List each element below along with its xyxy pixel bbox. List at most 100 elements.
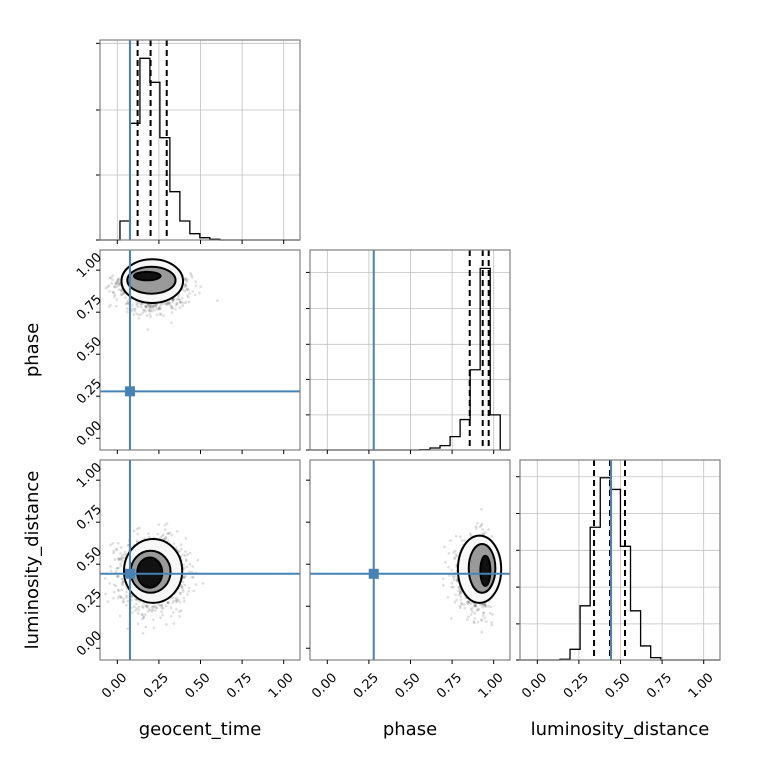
- sample-point: [139, 312, 143, 316]
- sample-point: [185, 280, 189, 283]
- sample-point: [182, 576, 186, 579]
- sample-point: [181, 588, 185, 591]
- sample-point: [469, 608, 473, 611]
- sample-point: [192, 589, 196, 593]
- sample-point: [159, 307, 162, 311]
- sample-point: [137, 301, 140, 305]
- sample-point: [146, 303, 150, 307]
- sample-point: [149, 305, 152, 309]
- sample-point: [175, 599, 179, 603]
- sample-point: [119, 595, 123, 599]
- sample-point: [181, 304, 184, 308]
- sample-point: [114, 584, 118, 588]
- sample-point: [490, 621, 493, 624]
- sample-point: [490, 613, 494, 616]
- sample-point: [189, 272, 193, 275]
- sample-point: [160, 302, 163, 306]
- sample-point: [153, 304, 157, 307]
- sample-point: [149, 303, 153, 307]
- sample-point: [130, 309, 134, 313]
- sample-point: [111, 274, 115, 278]
- sample-point: [187, 300, 191, 304]
- histogram-background: [310, 250, 510, 450]
- sample-point: [184, 574, 188, 578]
- sample-point: [159, 536, 163, 540]
- sample-point: [116, 575, 120, 578]
- sample-point: [474, 604, 478, 607]
- sample-point: [109, 543, 112, 547]
- y-axis-label-phase: phase: [22, 323, 43, 377]
- sample-point: [108, 276, 112, 280]
- sample-point: [144, 304, 148, 308]
- sample-point: [141, 605, 144, 608]
- sample-point: [187, 570, 191, 574]
- sample-point: [146, 328, 150, 331]
- sample-point: [169, 304, 173, 308]
- x-tick-label: 0.50: [602, 670, 633, 701]
- sample-point: [172, 622, 176, 625]
- sample-point: [142, 308, 146, 312]
- x-tick-label: 0.25: [561, 670, 592, 701]
- sample-point: [120, 577, 124, 581]
- sample-point: [466, 600, 469, 604]
- sample-point: [136, 305, 140, 309]
- sample-point: [476, 521, 479, 525]
- sample-point: [164, 536, 168, 539]
- sample-point: [112, 285, 116, 289]
- sample-point: [137, 605, 141, 609]
- sample-point: [119, 293, 123, 297]
- sample-point: [450, 568, 454, 572]
- sample-point: [451, 575, 455, 579]
- sample-point: [119, 289, 123, 293]
- sample-point: [466, 618, 469, 622]
- sample-point: [455, 598, 459, 602]
- sample-point: [133, 605, 136, 609]
- sample-point: [177, 610, 181, 613]
- sample-point: [177, 598, 180, 602]
- sample-point: [119, 557, 123, 561]
- sample-point: [115, 575, 119, 578]
- sample-point: [467, 600, 471, 604]
- sample-point: [194, 280, 198, 284]
- sample-point: [124, 594, 128, 597]
- sample-point: [112, 583, 116, 587]
- sample-point: [182, 575, 186, 579]
- sample-point: [452, 551, 456, 554]
- sample-point: [124, 302, 128, 306]
- sample-point: [184, 536, 188, 540]
- sample-point: [108, 581, 112, 585]
- sample-point: [170, 306, 174, 310]
- sample-point: [481, 605, 484, 609]
- sample-point: [474, 604, 477, 608]
- sample-point: [473, 604, 477, 608]
- sample-point: [125, 603, 128, 607]
- sample-point: [171, 306, 174, 310]
- sample-point: [454, 553, 458, 556]
- sample-point: [197, 291, 201, 295]
- sample-point: [182, 567, 186, 570]
- sample-point: [459, 590, 463, 594]
- x-tick-label: 1.00: [686, 670, 717, 701]
- sample-point: [441, 583, 445, 587]
- sample-point: [172, 542, 176, 546]
- sample-point: [117, 558, 120, 562]
- sample-point: [154, 303, 158, 307]
- sample-point: [481, 527, 485, 531]
- sample-point: [170, 305, 174, 308]
- density-panel-geocent_time-vs-luminosity_distance: [103, 522, 205, 635]
- sample-point: [171, 300, 175, 304]
- sample-point: [178, 614, 181, 618]
- sample-point: [111, 278, 114, 282]
- sample-point: [119, 557, 123, 561]
- sample-point: [188, 292, 192, 296]
- sample-point: [170, 533, 174, 537]
- sample-point: [174, 598, 178, 602]
- sample-point: [123, 550, 127, 554]
- sample-point: [190, 575, 194, 579]
- sample-point: [184, 276, 187, 280]
- sample-point: [156, 532, 160, 536]
- sample-point: [175, 298, 179, 301]
- sample-point: [454, 534, 458, 538]
- histogram-background: [100, 40, 300, 240]
- sample-point: [459, 598, 463, 602]
